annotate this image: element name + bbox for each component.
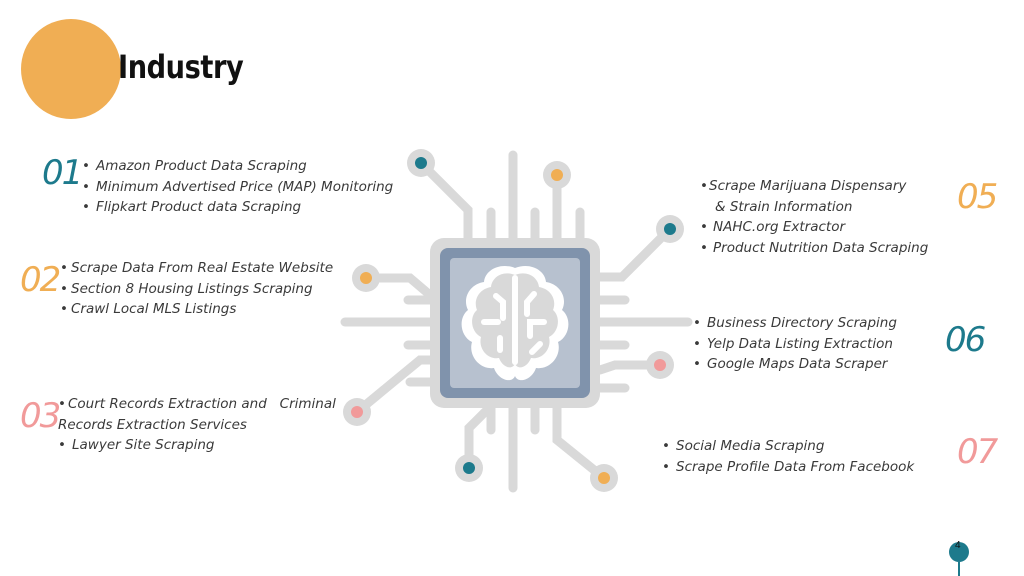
section-01-list: •Amazon Product Data Scraping •Minimum A… [82,156,393,218]
list-item: •Product Nutrition Data Scraping [700,239,929,256]
section-number-02: 02 [20,260,61,300]
section-number-05: 05 [957,177,998,217]
list-item: •Social Media Scraping [662,438,825,454]
circuit-nodes [343,149,684,492]
list-item: •Yelp Data Listing Extraction [693,335,893,352]
section-number-06: 06 [945,320,986,360]
section-number-07: 07 [957,432,998,472]
list-item: •Google Maps Data Scraper [693,356,888,372]
section-03-list: •Court Records Extraction and Criminal R… [58,394,336,456]
list-item: •Court Records Extraction and Criminal [58,396,336,412]
page-number: 4 [955,540,961,551]
list-item: •Scrape Marijuana Dispensary [700,178,907,194]
section-number-01: 01 [42,153,83,193]
list-item: •Amazon Product Data Scraping [82,158,307,174]
brain-icon [461,265,569,381]
list-item-continuation: & Strain Information [715,198,853,215]
list-item: •Minimum Advertised Price (MAP) Monitori… [82,178,394,195]
section-02-list: •Scrape Data From Real Estate Website •S… [60,258,333,320]
section-06-list: •Business Directory Scraping •Yelp Data … [693,313,897,375]
list-item: •Business Directory Scraping [693,315,897,331]
list-item: •Section 8 Housing Listings Scraping [60,280,313,297]
list-item: •NAHC.org Extractor [700,219,846,235]
section-07-list: •Social Media Scraping •Scrape Profile D… [662,436,914,477]
section-number-03: 03 [20,396,61,436]
page-number-dot [949,542,969,562]
page-number-line [958,562,960,576]
page-title: Industry [118,48,244,86]
list-item: •Flipkart Product data Scraping [82,199,302,215]
list-item: •Lawyer Site Scraping [58,437,215,453]
list-item: •Crawl Local MLS Listings [60,301,237,317]
list-item: •Scrape Data From Real Estate Website [60,260,334,276]
title-circle [21,19,121,119]
list-item-continuation: Records Extraction Services [58,416,247,433]
section-05-list: •Scrape Marijuana Dispensary & Strain In… [700,176,928,258]
list-item: •Scrape Profile Data From Facebook [662,458,915,475]
